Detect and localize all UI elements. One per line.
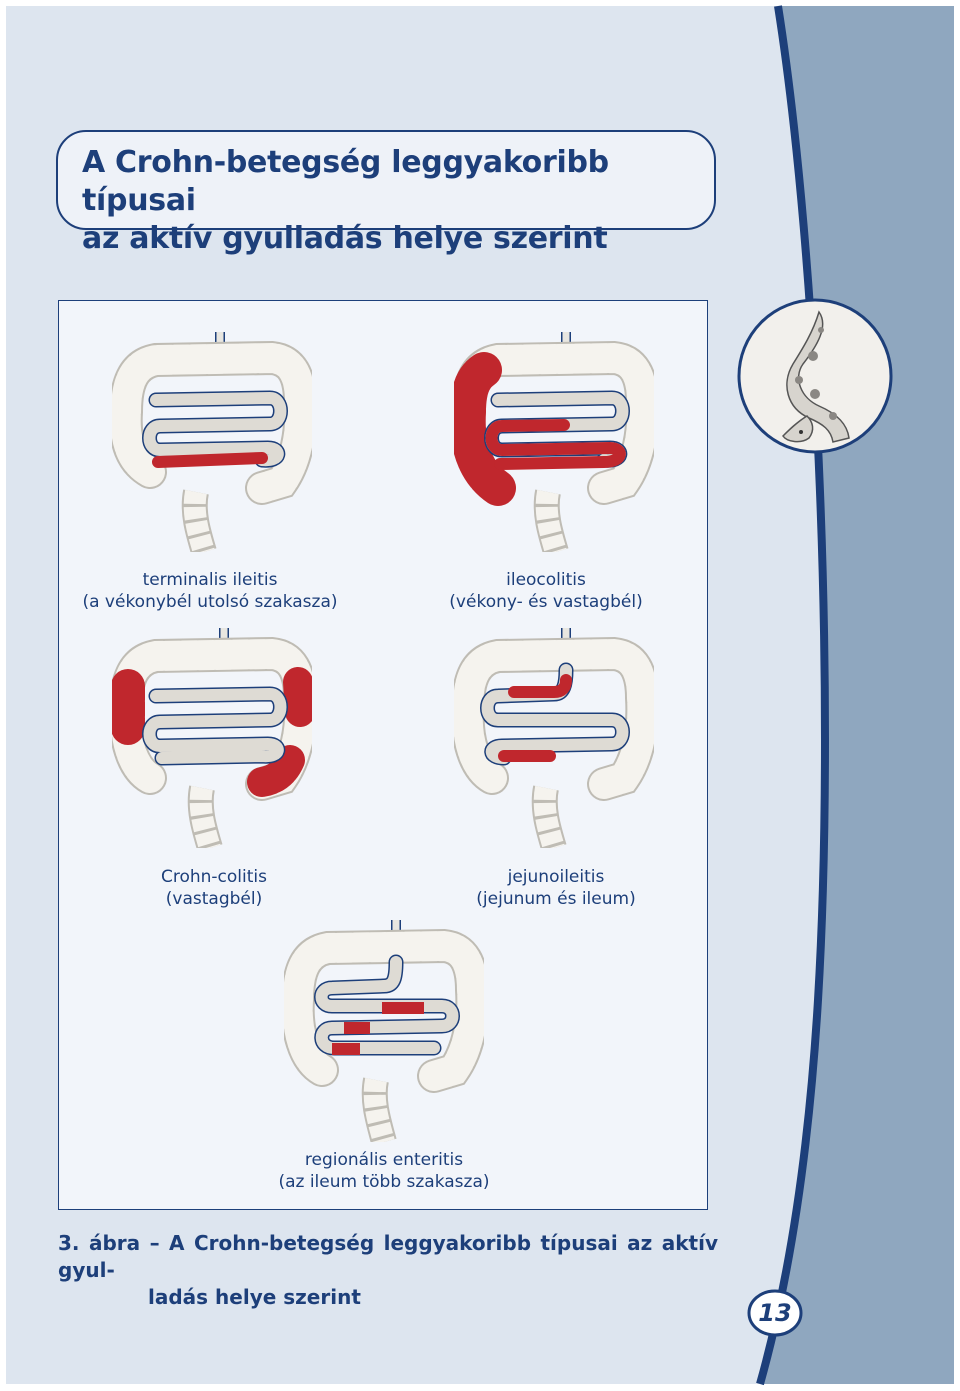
snake-mascot-icon: [737, 298, 893, 454]
caption-jejunoileitis: jejunoileitis (jejunum és ileum): [416, 866, 696, 910]
intestine-diagram-jejunoileitis: [454, 628, 654, 848]
caption-crohn-colitis-line2: (vastagbél): [165, 889, 263, 909]
intestine-diagram-regionalis: [284, 920, 484, 1142]
page-number: 13: [758, 1299, 792, 1327]
caption-ileocolitis-line2: (vékony- és vastagbél): [449, 592, 643, 612]
caption-ileocolitis: ileocolitis (vékony- és vastagbél): [406, 569, 686, 613]
caption-terminalis-line1: terminalis ileitis: [142, 570, 278, 590]
page-title-line1: A Crohn-betegség leggyakoribb típusai: [82, 145, 609, 218]
caption-regionalis-line2: (az ileum több szakasza): [278, 1172, 490, 1192]
caption-crohn-colitis: Crohn-colitis (vastagbél): [74, 866, 354, 910]
figure-caption-line2: ladás helye szerint: [148, 1285, 361, 1309]
page-title-line2: az aktív gyulladás helye szerint: [82, 221, 608, 256]
figure-caption-line1: 3. ábra – A Crohn-betegség leggyakoribb …: [58, 1231, 718, 1282]
caption-regionalis: regionális enteritis (az ileum több szak…: [244, 1149, 524, 1193]
caption-regionalis-line1: regionális enteritis: [304, 1150, 464, 1170]
caption-terminalis: terminalis ileitis (a vékonybél utolsó s…: [70, 569, 350, 613]
intestine-diagram-crohn-colitis: [112, 628, 312, 848]
caption-terminalis-line2: (a vékonybél utolsó szakasza): [82, 592, 338, 612]
caption-crohn-colitis-line1: Crohn-colitis: [160, 867, 267, 887]
caption-jejunoileitis-line1: jejunoileitis: [507, 867, 605, 887]
page-number-badge: [747, 1289, 803, 1337]
caption-jejunoileitis-line2: (jejunum és ileum): [476, 889, 636, 909]
intestine-diagram-terminalis: [112, 332, 312, 552]
title-box: A Crohn-betegség leggyakoribb típusai az…: [56, 130, 716, 256]
caption-ileocolitis-line1: ileocolitis: [506, 570, 586, 590]
intestine-diagram-ileocolitis: [454, 332, 654, 552]
figure-caption: 3. ábra – A Crohn-betegség leggyakoribb …: [58, 1230, 718, 1311]
